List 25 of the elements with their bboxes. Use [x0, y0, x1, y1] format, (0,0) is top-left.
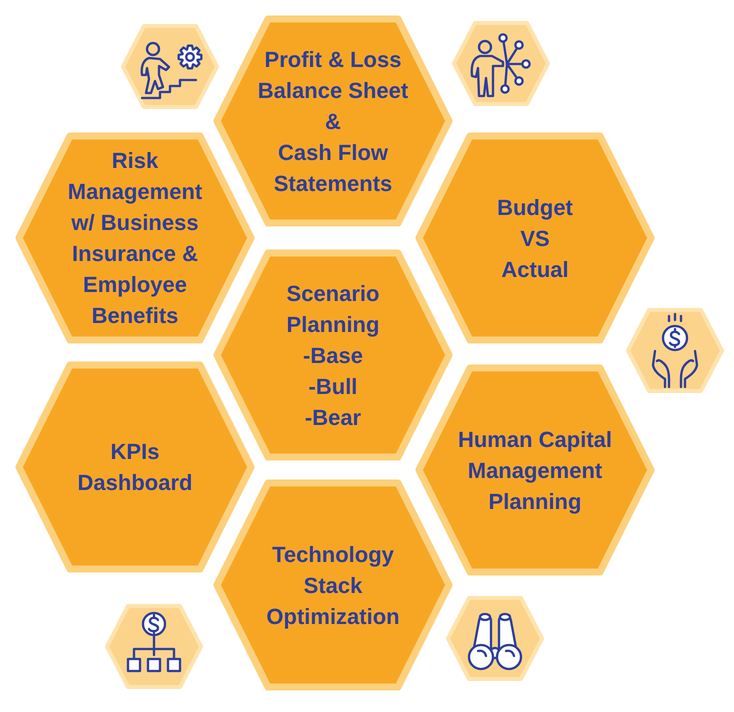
topic-label: Balance Sheet [257, 76, 409, 104]
topic-label: Human Capital Management Planning [457, 426, 613, 516]
hexagon-tile [15, 361, 255, 573]
topic-label: Scenario Planning [286, 280, 380, 339]
binoculars-icon [445, 595, 545, 682]
hexagon-tile [15, 132, 255, 344]
hexagon-tile [213, 15, 453, 227]
topic-label: Technology Stack Optimization [266, 540, 400, 631]
topic-label: KPIs Dashboard [77, 438, 193, 497]
hands-dollar-coin-icon [625, 307, 725, 394]
topic-label: Cash Flow Statements [273, 138, 393, 198]
hexagon-tile [213, 249, 453, 461]
topic-label: Budget VS Actual [496, 194, 574, 284]
topic-label: & [324, 108, 342, 136]
hexagon-tile [415, 364, 655, 576]
topic-label: Profit & Loss [264, 46, 402, 74]
hexagon-tile [415, 132, 655, 344]
topic-label: -Bear [304, 404, 362, 432]
topic-label: -Bull [308, 372, 358, 400]
topic-label: -Base [302, 342, 364, 370]
hexagon-tile [213, 479, 453, 691]
stair-climber-gear-icon [120, 23, 220, 110]
person-network-icon [451, 20, 551, 107]
dollar-hierarchy-icon [104, 603, 204, 690]
topic-label: Risk Management w/ Business Insurance & Employee Benefits [67, 147, 203, 330]
